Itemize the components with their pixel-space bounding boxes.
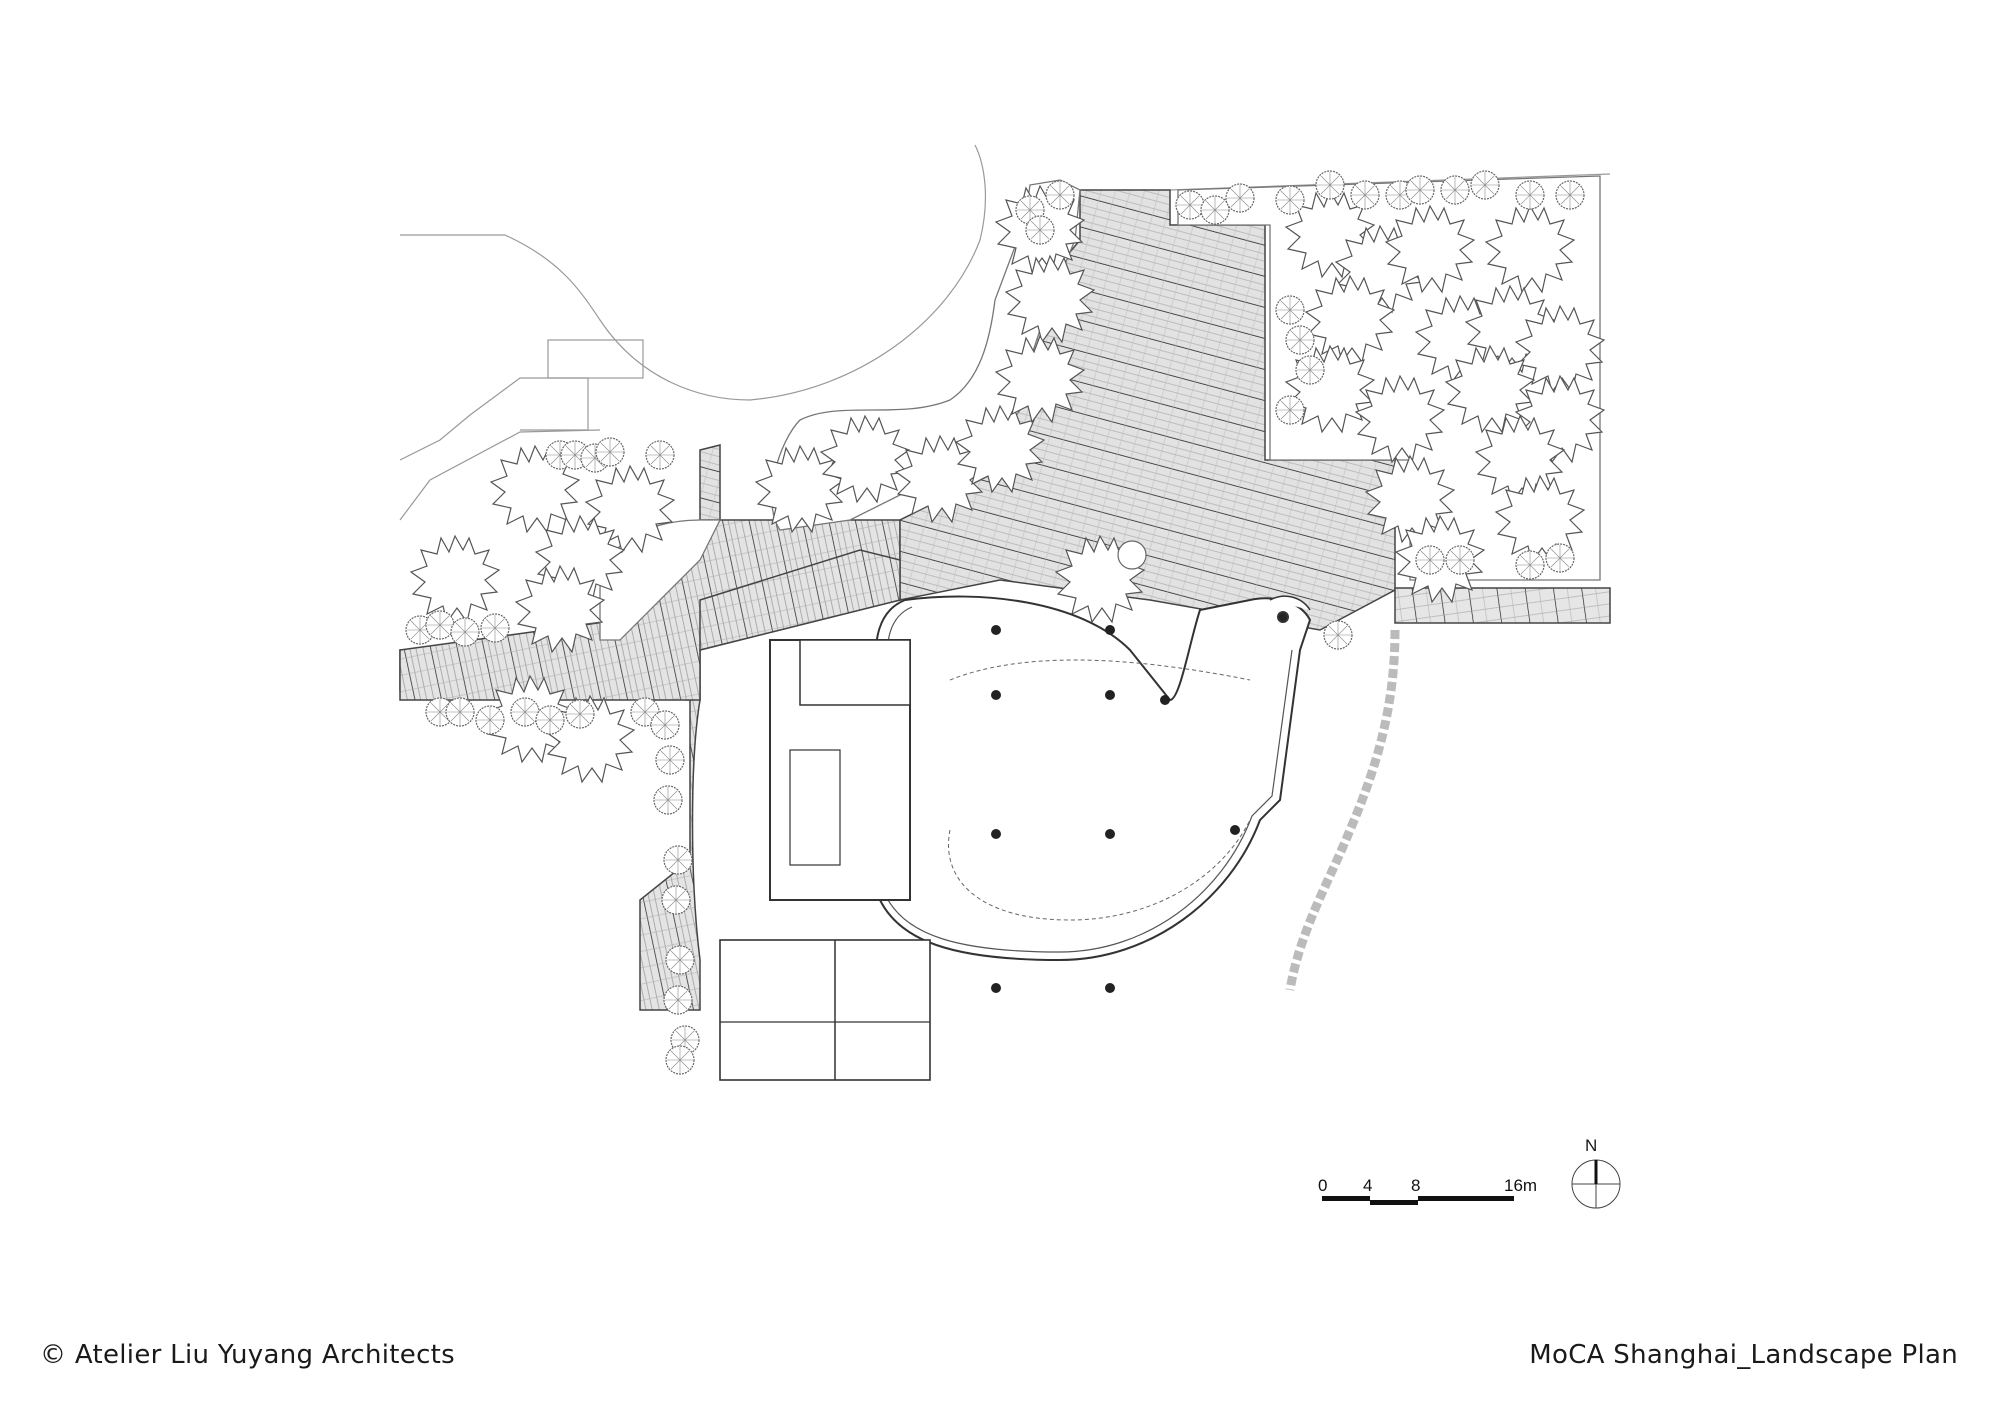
scale-bar — [1322, 1196, 1514, 1205]
tree-pit — [1117, 540, 1147, 570]
scale-tick-8: 8 — [1411, 1176, 1421, 1195]
scale-tick-16m: 16m — [1504, 1176, 1538, 1195]
scale-tick-4: 4 — [1363, 1176, 1373, 1195]
north-label: N — [1585, 1136, 1598, 1155]
museum-building — [719, 595, 1312, 1081]
scale-tick-0: 0 — [1318, 1176, 1328, 1195]
columns — [991, 625, 1240, 993]
drawing-title: MoCA Shanghai_Landscape Plan — [1529, 1340, 1958, 1370]
stepping-stone-path — [1285, 629, 1400, 991]
north-arrow-icon — [1571, 1159, 1621, 1209]
copyright-credit: © Atelier Liu Yuyang Architects — [40, 1340, 456, 1370]
